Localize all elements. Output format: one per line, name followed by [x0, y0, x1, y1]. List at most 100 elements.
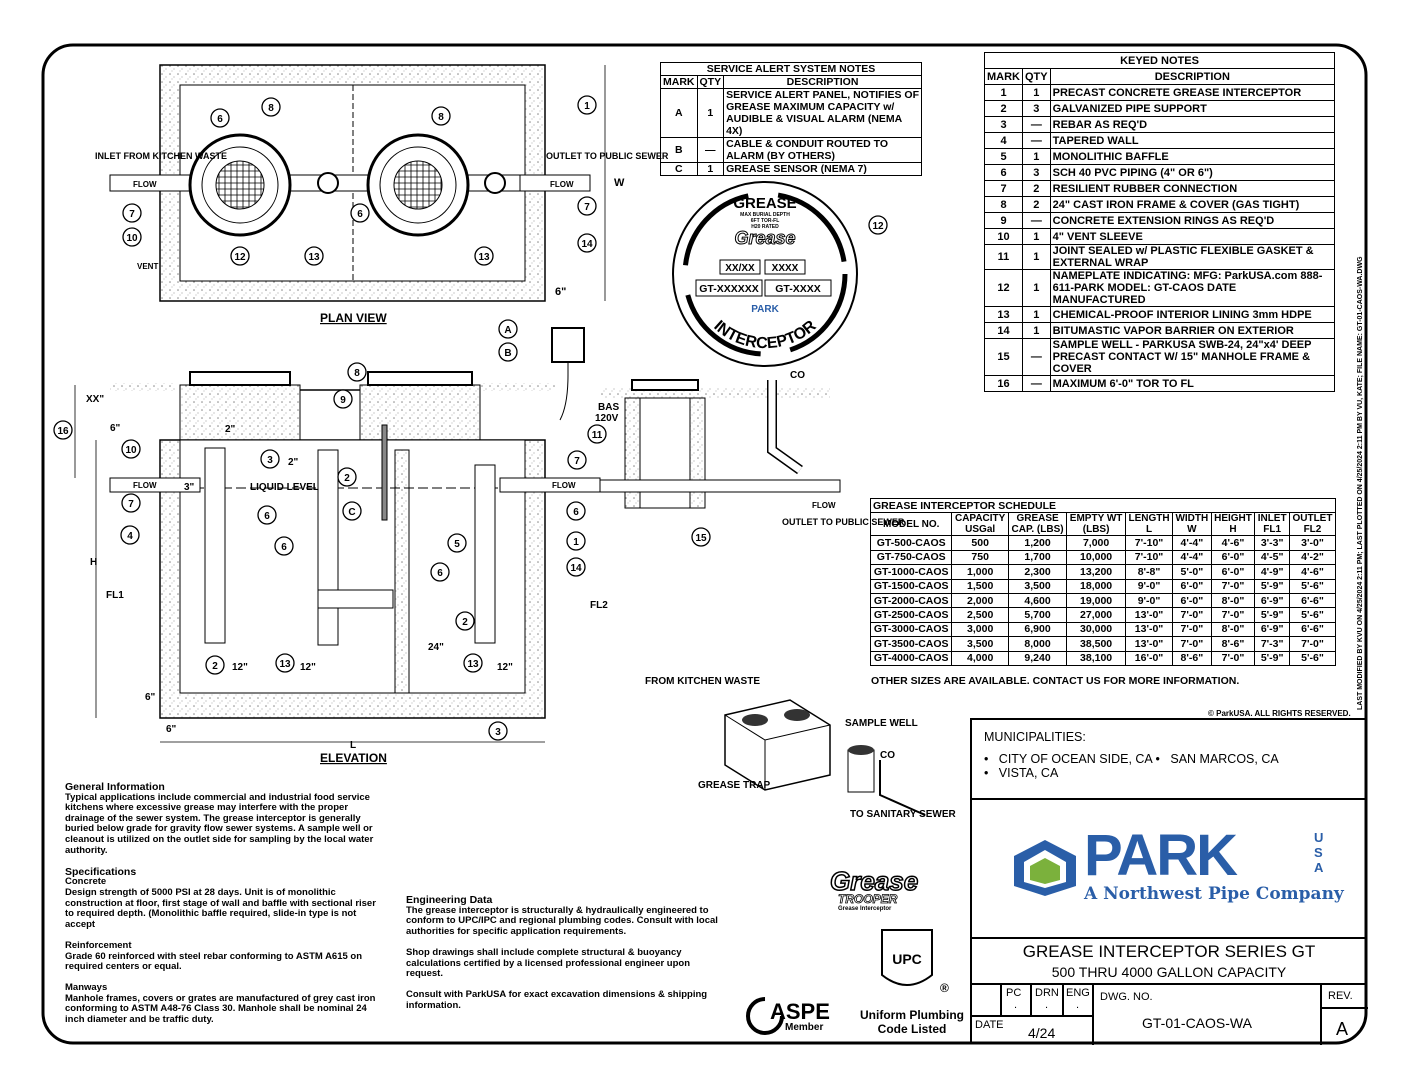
schedule-cell: 7'-3" — [1254, 636, 1290, 652]
grease-sensor — [381, 424, 388, 521]
note-description: SCH 40 PVC PIPING (4" OR 6") — [1049, 164, 1336, 181]
note-qty: 2 — [1022, 196, 1051, 213]
svg-text:Member: Member — [785, 1022, 823, 1033]
svg-text:MAX BURIAL DEPTH: MAX BURIAL DEPTH — [740, 212, 790, 218]
note-description: SAMPLE WELL - PARKUSA SWB-24, 24"x4' DEE… — [1049, 338, 1336, 376]
schedule-cell: 6'-0" — [1172, 578, 1212, 594]
schedule-cell: 500 — [951, 535, 1009, 551]
callout-bubble: 8 — [347, 362, 367, 382]
note-qty: 1 — [1022, 84, 1051, 101]
schedule-cell: 9,240 — [1007, 650, 1068, 666]
inlet-label: INLET FROM KITCHEN WASTE — [95, 151, 227, 161]
note-qty: — — [1022, 338, 1051, 376]
keyed-note-row: 9—CONCRETE EXTENSION RINGS AS REQ'D — [984, 212, 1336, 229]
note-mark: 6 — [984, 164, 1023, 181]
svg-text:A: A — [504, 325, 511, 336]
svg-text:12": 12" — [300, 662, 316, 673]
schedule-cell: 5'-9" — [1254, 650, 1290, 666]
elevation-view: LIQUID LEVEL XX" H FL1 FL2 L 6" 2" 2" 3"… — [74, 371, 608, 765]
svg-text:CO: CO — [790, 370, 805, 381]
note-qty: 1 — [1022, 306, 1051, 323]
callout-bubble: 13 — [474, 246, 494, 266]
svg-text:L: L — [350, 740, 356, 751]
schedule-cell: GT-3000-CAOS — [869, 621, 953, 638]
svg-text:ASPE: ASPE — [770, 999, 830, 1024]
callout-bubble: 11 — [587, 424, 607, 444]
callout-bubble: 12 — [230, 246, 250, 266]
svg-text:FL2: FL2 — [590, 600, 608, 611]
svg-text:FLOW: FLOW — [550, 180, 574, 189]
callout-bubble: 13 — [463, 653, 483, 673]
svg-text:XXXX: XXXX — [772, 263, 799, 274]
schedule-cell: 8'-0" — [1210, 592, 1256, 609]
svg-text:10: 10 — [125, 445, 137, 456]
upc-logo: UPC ® Uniform Plumbing Code Listed — [860, 929, 964, 1036]
title-block: MUNICIPALITIES: • CITY OF OCEAN SIDE, CA… — [970, 718, 1368, 1045]
svg-text:6": 6" — [555, 286, 566, 298]
callout-bubble: C — [342, 501, 362, 521]
callout-bubble: 6 — [350, 203, 370, 223]
note-mark: 11 — [984, 244, 1023, 270]
callout-bubble: 15 — [691, 527, 711, 547]
schedule-cell: 4'-6" — [1210, 535, 1256, 551]
schedule-cell: 38,100 — [1066, 650, 1126, 666]
svg-text:5: 5 — [454, 539, 460, 550]
note-qty: 2 — [1022, 180, 1051, 197]
grease-interceptor-schedule: GREASE INTERCEPTOR SCHEDULE MODEL NO.CAP… — [869, 497, 1337, 666]
svg-text:6": 6" — [110, 423, 121, 434]
schedule-cell: 7'-10" — [1124, 535, 1174, 551]
note-description: GALVANIZED PIPE SUPPORT — [1049, 100, 1336, 117]
note-description: 4" VENT SLEEVE — [1049, 228, 1336, 245]
callout-bubble: 6 — [566, 501, 586, 521]
schedule-cell: 6'-9" — [1254, 592, 1290, 609]
schedule-cell: 7'-0" — [1210, 607, 1256, 623]
schedule-cell: 8'-6" — [1172, 650, 1212, 666]
note-description: TAPERED WALL — [1049, 132, 1336, 149]
callout-bubble: 6 — [257, 505, 277, 525]
svg-text:UPC: UPC — [892, 951, 922, 967]
schedule-cell: 3,500 — [1007, 578, 1068, 594]
schedule-cell: GT-1000-CAOS — [869, 564, 953, 580]
note-qty: — — [1022, 132, 1051, 149]
note-qty: 1 — [1022, 269, 1051, 307]
plan-view-title: PLAN VIEW — [320, 311, 387, 325]
note-mark: 4 — [984, 132, 1023, 149]
svg-text:FLOW: FLOW — [812, 501, 836, 510]
svg-text:1: 1 — [584, 101, 590, 112]
keyed-note-row: 16—MAXIMUM 6'-0" TOR TO FL — [984, 375, 1336, 392]
svg-text:6: 6 — [281, 542, 287, 553]
file-info-note: LAST MODIFIED BY KVU ON 4/25/2024 2:11 P… — [1357, 256, 1364, 710]
svg-text:®: ® — [940, 981, 949, 995]
svg-text:10: 10 — [126, 233, 138, 244]
park-usa-logo: PARK USA A Northwest Pipe Company — [972, 800, 1366, 939]
schedule-header: MODEL NO. — [869, 512, 953, 537]
schedule-cell: 6'-6" — [1288, 621, 1337, 638]
note-mark: 14 — [984, 322, 1023, 339]
schedule-cell: 18,000 — [1066, 578, 1126, 594]
svg-text:Grease: Grease — [734, 228, 795, 248]
keyed-note-row: 3—REBAR AS REQ'D — [984, 116, 1336, 133]
callout-bubble: 7 — [567, 450, 587, 470]
svg-text:W: W — [614, 177, 625, 189]
callout-bubble: 6 — [274, 536, 294, 556]
svg-text:8: 8 — [438, 112, 444, 123]
svg-text:GT-XXXX: GT-XXXX — [775, 283, 821, 295]
callout-bubble: 2 — [455, 611, 475, 631]
schedule-cell: 750 — [951, 549, 1009, 566]
schedule-cell: GT-750-CAOS — [869, 549, 953, 566]
note-mark: 12 — [984, 269, 1023, 307]
callout-bubble: 3 — [260, 449, 280, 469]
svg-text:8: 8 — [268, 103, 274, 114]
svg-text:14: 14 — [570, 563, 582, 574]
note-mark: 16 — [984, 375, 1023, 392]
